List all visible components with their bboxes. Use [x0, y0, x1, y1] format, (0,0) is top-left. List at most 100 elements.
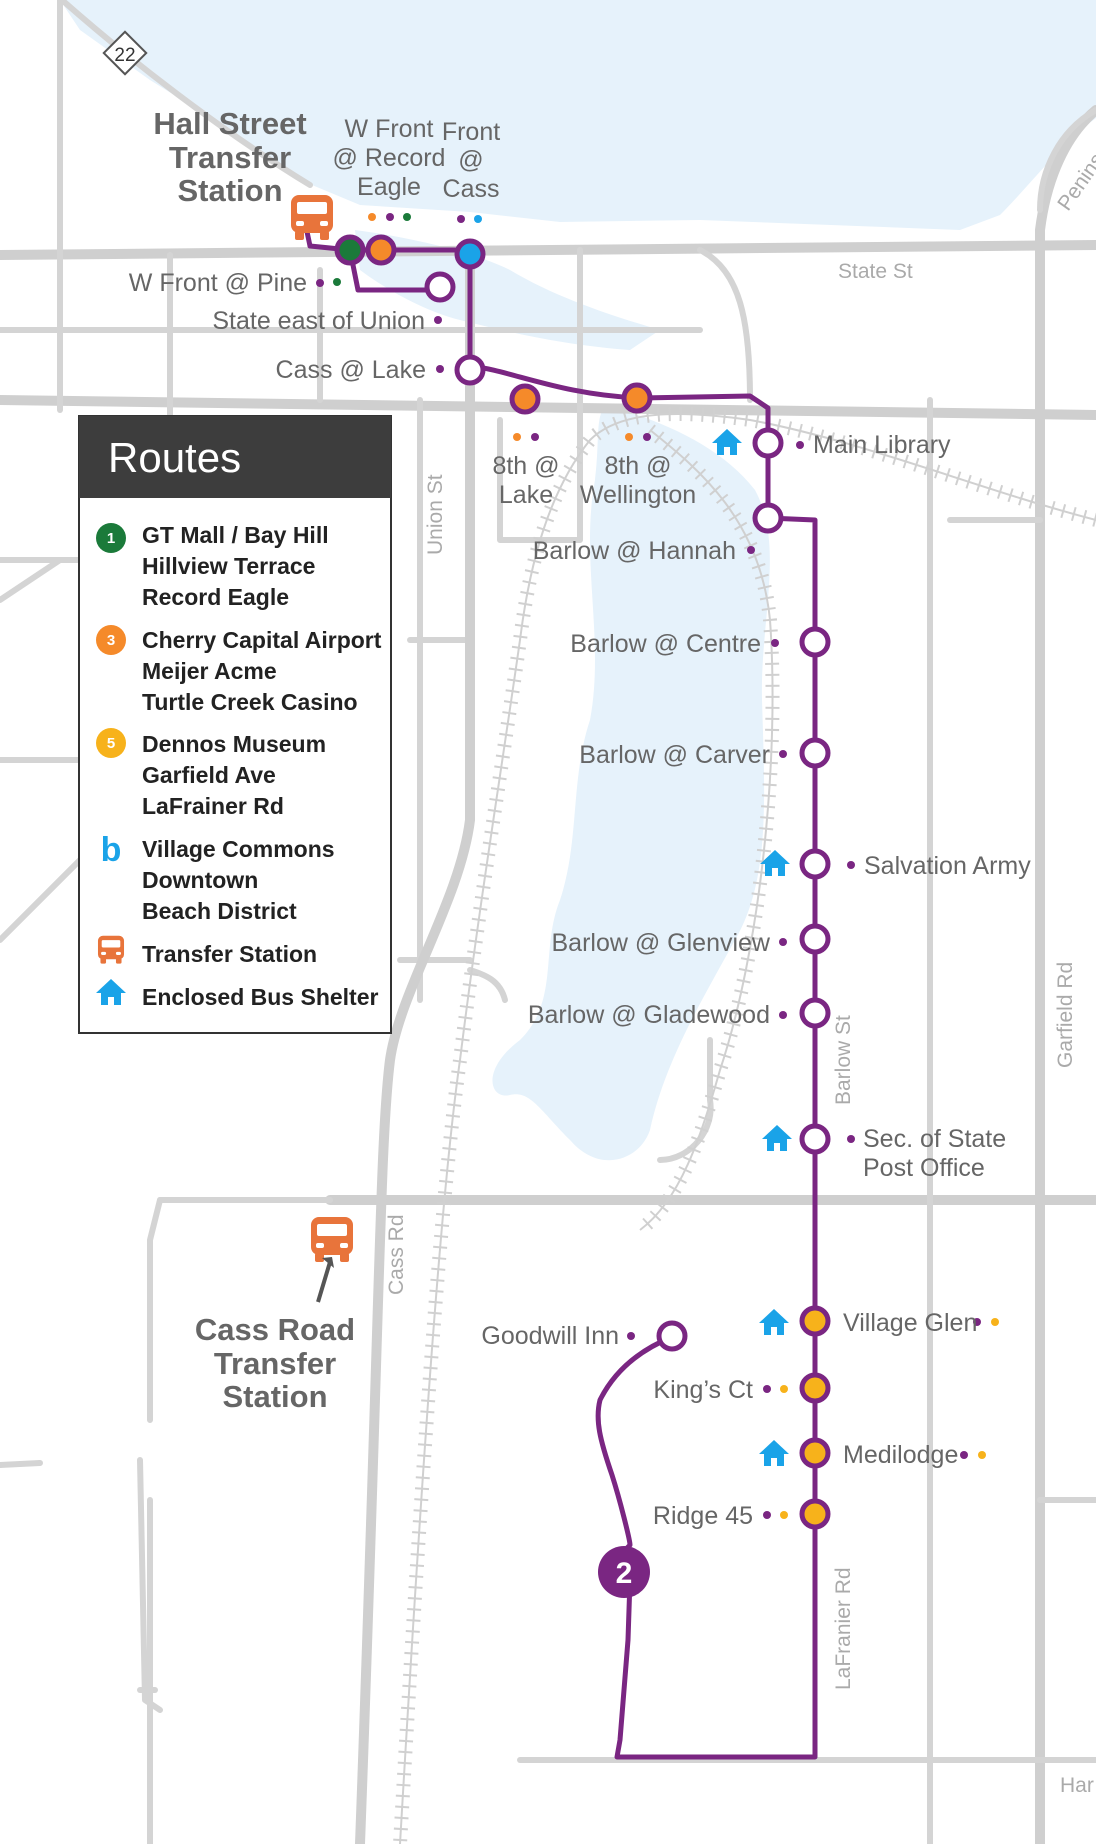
- label-goodwill-inn: Goodwill Inn: [481, 1322, 619, 1350]
- label-barlow-glenview: Barlow @ Glenview: [551, 929, 770, 957]
- hall-street-line-2: Transfer: [169, 140, 291, 175]
- label-front-cass-3: Cass: [443, 175, 500, 203]
- cass-road-line-2: Transfer: [214, 1346, 336, 1381]
- svg-text:Hillview Terrace: Hillview Terrace: [142, 553, 315, 579]
- stop-barlow-glenview-circle: [799, 923, 831, 955]
- lafranier-rd-label: LaFranier Rd: [832, 1567, 855, 1690]
- label-barlow-gladewood: Barlow @ Gladewood: [528, 1001, 770, 1029]
- svg-text:Dennos Museum: Dennos Museum: [142, 731, 326, 757]
- label-medilodge: Medilodge: [843, 1441, 958, 1469]
- svg-text:1: 1: [107, 530, 115, 547]
- highway-22-shield: 22: [102, 30, 148, 76]
- legend-item-transfer-station: Transfer Station: [97, 935, 317, 967]
- label-8th-wellington-1: 8th @: [604, 452, 671, 480]
- hall-street-line-3: Station: [177, 173, 282, 208]
- label-kings-ct: King’s Ct: [653, 1376, 753, 1404]
- legend-item-route-1: 1 GT Mall / Bay Hill Hillview Terrace Re…: [96, 522, 329, 610]
- label-w-front-pine: W Front @ Pine: [129, 269, 307, 297]
- routes-legend: Routes 1 GT Mall / Bay Hill Hillview Ter…: [78, 415, 392, 1034]
- stop-ridge-45-circle: [799, 1498, 831, 1530]
- stop-salvation-army-circle: [799, 848, 831, 880]
- label-barlow-centre: Barlow @ Centre: [570, 630, 761, 658]
- garfield-rd-label: Garfield Rd: [1054, 962, 1077, 1068]
- stop-kings-ct-circle: [799, 1372, 831, 1404]
- label-8th-lake-1: 8th @: [492, 452, 559, 480]
- stop-8th-wellington-circle: [621, 382, 653, 414]
- stop-barlow-centre-circle: [799, 626, 831, 658]
- stop-barlow-hannah-circle: [752, 502, 784, 534]
- label-ridge-45: Ridge 45: [653, 1502, 753, 1530]
- shelter-icon-medilodge: [759, 1440, 789, 1466]
- hall-street-bus-icon: [291, 195, 333, 240]
- svg-text:3: 3: [107, 632, 115, 649]
- svg-text:Beach District: Beach District: [142, 898, 297, 924]
- stop-state-east-union-circle: [424, 271, 456, 303]
- label-village-glen: Village Glen: [843, 1309, 977, 1337]
- state-st-label: State St: [838, 260, 913, 283]
- label-barlow-carver: Barlow @ Carver: [579, 741, 770, 769]
- svg-text:Village Commons: Village Commons: [142, 836, 335, 862]
- label-state-east-union: State east of Union: [212, 307, 425, 335]
- svg-text:Record Eagle: Record Eagle: [142, 584, 289, 610]
- svg-text:5: 5: [107, 735, 115, 752]
- svg-text:Enclosed Bus Shelter: Enclosed Bus Shelter: [142, 984, 379, 1010]
- label-front-cass-1: Front: [442, 118, 500, 146]
- label-w-front-record-eagle-1: W Front: [345, 115, 434, 143]
- svg-text:Cherry Capital Airport: Cherry Capital Airport: [142, 627, 382, 653]
- legend-title: Routes: [108, 434, 241, 481]
- cass-rd-label: Cass Rd: [385, 1214, 408, 1295]
- svg-text:Meijer Acme: Meijer Acme: [142, 658, 277, 684]
- cass-road-line-3: Station: [222, 1379, 327, 1414]
- label-front-cass-2: @: [458, 146, 483, 174]
- label-sec-of-state-2: Post Office: [863, 1154, 985, 1182]
- legend-item-route-3: 3 Cherry Capital Airport Meijer Acme Tur…: [96, 625, 382, 715]
- har-label: Har: [1060, 1774, 1094, 1797]
- svg-text:GT Mall / Bay Hill: GT Mall / Bay Hill: [142, 522, 329, 548]
- label-w-front-record-eagle-2: @ Record: [333, 144, 446, 172]
- road-labels: State St Union St Cass Rd Barlow St LaFr…: [385, 149, 1096, 1797]
- stop-w-front-record-eagle-circle: [365, 234, 397, 266]
- svg-text:Transfer Station: Transfer Station: [142, 941, 317, 967]
- barlow-st-label: Barlow St: [832, 1015, 855, 1105]
- cass-road-station: Cass Road Transfer Station: [195, 1217, 355, 1414]
- label-8th-lake-2: Lake: [499, 481, 553, 509]
- stop-w-front-pine-circle: [334, 234, 366, 266]
- stop-cass-lake-circle: [454, 354, 486, 386]
- label-barlow-hannah: Barlow @ Hannah: [533, 537, 736, 565]
- stop-labels: W Front @ Record Eagle Front @ Cass W Fr…: [129, 115, 1031, 1530]
- stop-front-cass-circle: [454, 238, 486, 270]
- svg-text:Turtle Creek Casino: Turtle Creek Casino: [142, 689, 358, 715]
- hall-street-station: Hall Street Transfer Station: [153, 106, 333, 240]
- stop-main-library-circle: [752, 427, 784, 459]
- shelter-icon-sec-of-state: [762, 1125, 792, 1151]
- water-areas: [60, 0, 1096, 1161]
- label-sec-of-state-1: Sec. of State: [863, 1125, 1006, 1153]
- hall-street-line-1: Hall Street: [153, 106, 306, 141]
- cass-road-bus-icon: [311, 1217, 353, 1262]
- stop-barlow-gladewood-circle: [799, 997, 831, 1029]
- label-main-library: Main Library: [813, 431, 951, 459]
- cass-road-line-1: Cass Road: [195, 1312, 355, 1347]
- stop-dots: [316, 213, 999, 1519]
- route-2-badge: [598, 1546, 650, 1598]
- stop-goodwill-inn-circle: [656, 1320, 688, 1352]
- railway: [393, 407, 1096, 1844]
- svg-text:b: b: [101, 831, 122, 869]
- stop-sec-of-state-circle: [799, 1123, 831, 1155]
- legend-item-shelter: Enclosed Bus Shelter: [96, 979, 379, 1010]
- label-salvation-army: Salvation Army: [864, 852, 1031, 880]
- shelter-icon-main-library: [712, 429, 742, 455]
- legend-item-route-5: 5 Dennos Museum Garfield Ave LaFrainer R…: [96, 728, 326, 819]
- svg-text:Garfield Ave: Garfield Ave: [142, 762, 276, 788]
- svg-text:22: 22: [114, 45, 135, 66]
- svg-text:LaFrainer Rd: LaFrainer Rd: [142, 793, 284, 819]
- legend-item-route-b: b Village Commons Downtown Beach Distric…: [101, 831, 335, 924]
- label-8th-wellington-2: Wellington: [580, 481, 696, 509]
- route-2-badge-text: 2: [616, 1557, 633, 1590]
- label-cass-lake: Cass @ Lake: [276, 356, 426, 384]
- stop-village-glen-circle: [799, 1305, 831, 1337]
- stops: 2: [334, 234, 831, 1598]
- stop-medilodge-circle: [799, 1437, 831, 1469]
- union-st-label: Union St: [424, 474, 447, 555]
